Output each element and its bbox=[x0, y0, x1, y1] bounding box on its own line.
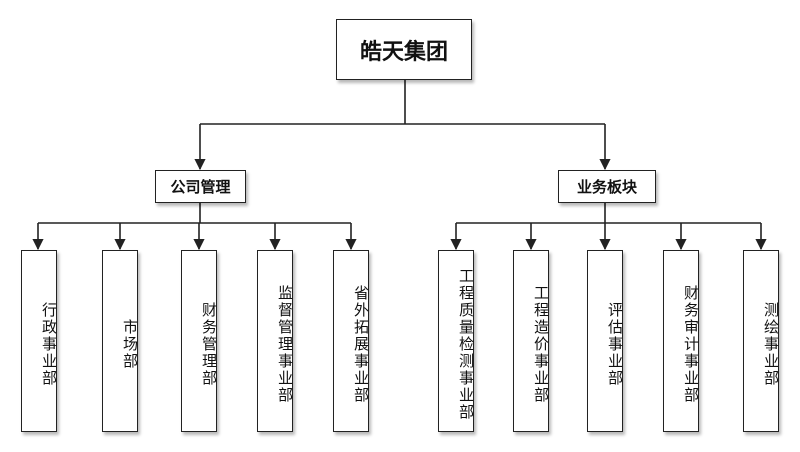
dept-label: 财务管理部 bbox=[200, 301, 218, 387]
dept-box-marketing: 市场部 bbox=[102, 250, 139, 432]
dept-box-financial-audit: 财务审计事业部 bbox=[663, 250, 700, 432]
dept-box-external-expansion: 省外拓展事业部 bbox=[333, 250, 370, 432]
branch-label-business-sector: 业务板块 bbox=[576, 178, 637, 196]
branch-label-company-management: 公司管理 bbox=[170, 178, 231, 196]
dept-box-finance-management: 财务管理部 bbox=[181, 250, 218, 432]
dept-label: 省外拓展事业部 bbox=[352, 284, 370, 404]
dept-box-supervision: 监督管理事业部 bbox=[257, 250, 294, 432]
branch-node-business-sector: 业务板块 bbox=[558, 170, 656, 203]
dept-label: 工程造价事业部 bbox=[532, 284, 550, 404]
dept-label: 行政事业部 bbox=[40, 301, 58, 387]
dept-box-quality-inspection: 工程质量检测事业部 bbox=[438, 250, 475, 432]
root-node-box: 皓天集团 bbox=[336, 19, 472, 80]
dept-label: 财务审计事业部 bbox=[682, 284, 700, 404]
dept-label: 监督管理事业部 bbox=[276, 284, 294, 404]
dept-box-surveying: 测绘事业部 bbox=[743, 250, 780, 432]
branch-node-company-management: 公司管理 bbox=[155, 170, 246, 203]
dept-label: 测绘事业部 bbox=[762, 301, 780, 387]
dept-label: 工程质量检测事业部 bbox=[457, 267, 475, 421]
dept-box-admin: 行政事业部 bbox=[21, 250, 58, 432]
root-node-label: 皓天集团 bbox=[359, 39, 448, 65]
dept-box-cost-engineering: 工程造价事业部 bbox=[513, 250, 550, 432]
dept-label: 评估事业部 bbox=[606, 301, 624, 387]
dept-label: 市场部 bbox=[121, 318, 139, 370]
dept-box-appraisal: 评估事业部 bbox=[587, 250, 624, 432]
